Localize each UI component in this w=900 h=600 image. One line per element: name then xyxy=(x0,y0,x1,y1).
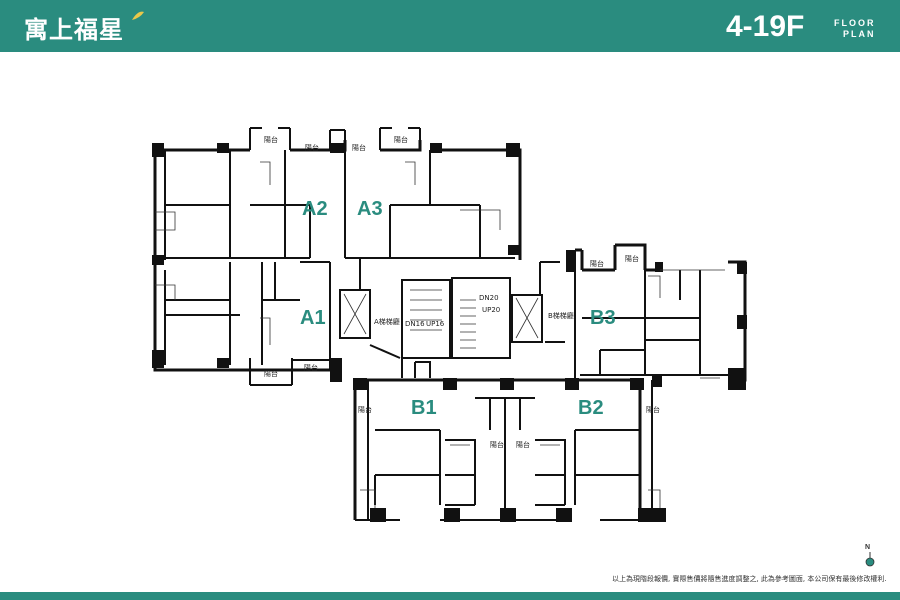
brand-title: 寓上福星 xyxy=(24,16,124,44)
footer-bar xyxy=(0,592,900,600)
wing-a-walls xyxy=(152,127,522,386)
floor-caption-line2: PLAN xyxy=(843,29,876,39)
balcony-label: 陽台 xyxy=(646,405,660,414)
stair-dn20-label: DN20 xyxy=(479,294,499,302)
unit-label: B1 xyxy=(411,397,437,419)
floor-caption-line1: FLOOR xyxy=(834,18,876,28)
balcony-label: 陽台 xyxy=(394,135,408,144)
header-bar: 寓上福星 4-19F FLOOR PLAN xyxy=(0,0,900,52)
unit-label: B2 xyxy=(578,397,604,419)
stair-up20-label: UP20 xyxy=(482,306,500,314)
balcony-label: 陽台 xyxy=(590,259,604,268)
unit-label: A3 xyxy=(357,198,383,220)
floor-range: 4-19F xyxy=(726,10,805,43)
balcony-label: 陽台 xyxy=(352,143,366,152)
balcony-label: 陽台 xyxy=(358,405,372,414)
core-walls xyxy=(339,250,576,378)
balcony-label: 陽台 xyxy=(305,143,319,152)
wing-b-walls xyxy=(353,378,666,522)
unit-label: B3 xyxy=(590,307,616,329)
unit-label: A2 xyxy=(302,198,328,220)
stair-dn16-label: DN16 xyxy=(405,320,425,328)
wing-b3-walls xyxy=(575,243,747,390)
unit-label: A1 xyxy=(300,307,326,329)
disclaimer-note: 以上為現階段報價, 實際售價將隨售進度調整之, 此為參考圖面, 本公司保有最後修… xyxy=(612,575,887,583)
balcony-label: 陽台 xyxy=(516,440,530,449)
north-arrow-icon: N xyxy=(865,544,875,567)
brand-leaf-icon xyxy=(132,11,144,20)
north-label: N xyxy=(865,544,870,551)
stair-a-label: A梯梯廳 xyxy=(374,317,400,326)
stair-b-label: B梯梯廳 xyxy=(548,311,574,320)
stair-up16-label: UP16 xyxy=(426,320,445,328)
balcony-label: 陽台 xyxy=(304,363,318,372)
balcony-label: 陽台 xyxy=(625,254,639,263)
balcony-label: 陽台 xyxy=(264,369,278,378)
floor-plan-caption: FLOOR PLAN xyxy=(834,18,876,40)
balcony-label: 陽台 xyxy=(490,440,504,449)
balcony-label: 陽台 xyxy=(264,135,278,144)
